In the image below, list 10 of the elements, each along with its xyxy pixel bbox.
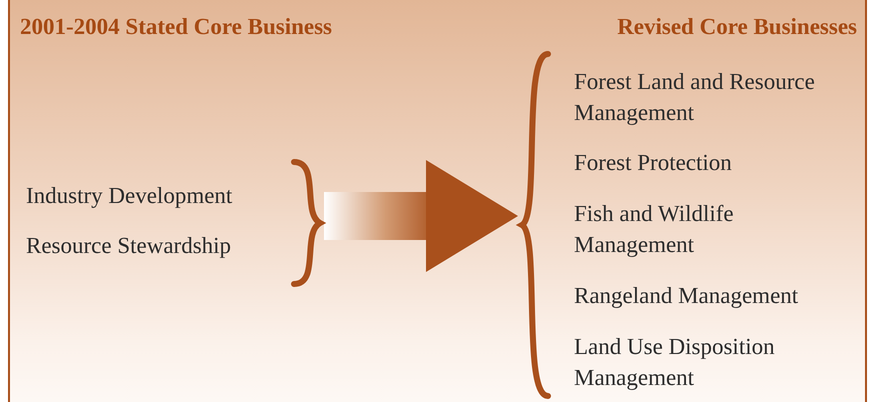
business-item: Forest Protection [574, 149, 733, 177]
block-arrow [324, 160, 518, 272]
business-item: Forest Land and Resource Management [574, 68, 816, 127]
business-item: Rangeland Management [574, 282, 800, 310]
business-item: Resource Stewardship [26, 232, 232, 260]
business-item: Industry Development [26, 182, 234, 210]
column-heading: Revised Core Businesses [617, 14, 857, 40]
column-heading: 2001-2004 Stated Core Business [20, 14, 332, 40]
business-item: Fish and Wildlife Management [574, 200, 735, 259]
business-item: Land Use Disposition Management [574, 333, 776, 392]
